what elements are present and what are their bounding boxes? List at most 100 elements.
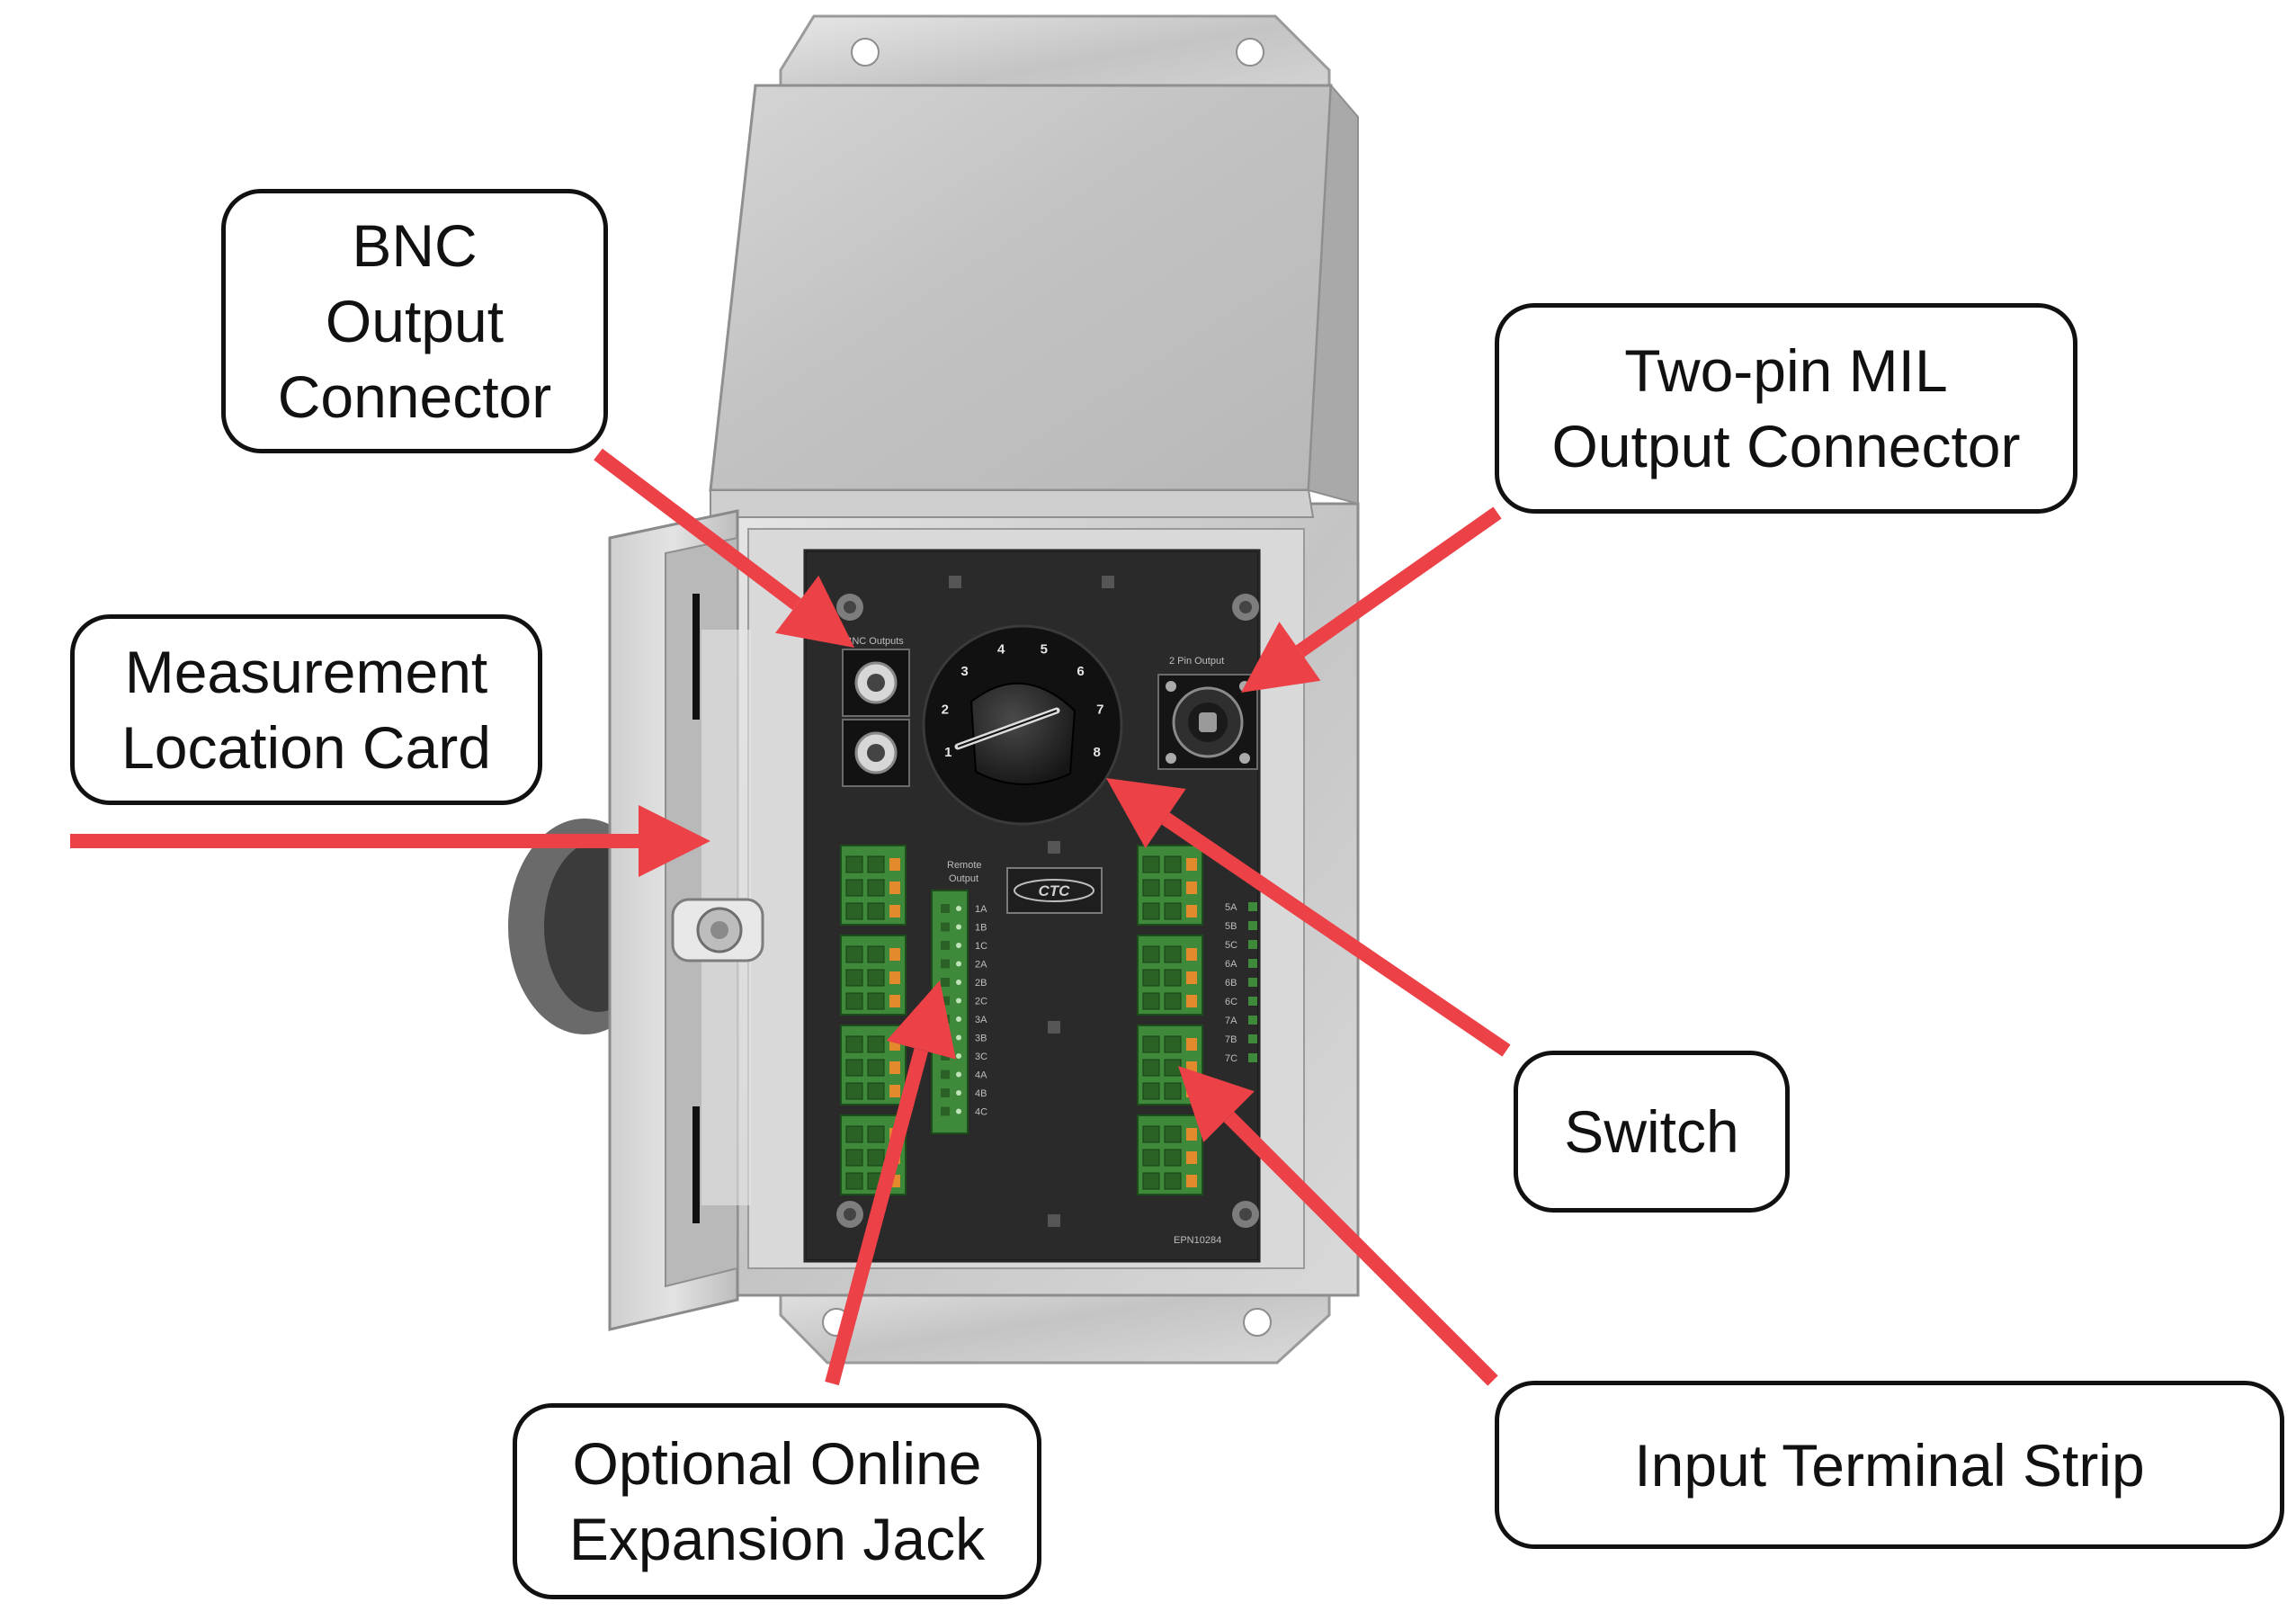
arrow-strip (1178, 1066, 1498, 1386)
input-pin-label: 5C (1225, 940, 1237, 951)
jack-pin-screw (956, 943, 961, 948)
input-terminal-strip (1137, 845, 1203, 1195)
callout-online-expansion-jack: Optional Online Expansion Jack (513, 1403, 1041, 1599)
ctc-logo-plate: CTC (1006, 867, 1103, 914)
jack-pin (941, 1088, 950, 1097)
jack-pin-screw (956, 924, 961, 930)
input-pin-label: 5B (1225, 921, 1237, 932)
input-pin-label: 6C (1225, 997, 1237, 1007)
callout-card-text: Measurement Location Card (121, 639, 491, 781)
jack-pin-label: 3C (975, 1052, 987, 1062)
jack-pin (941, 904, 950, 913)
callout-mil-text: Two-pin MIL Output Connector (1551, 337, 2021, 479)
jack-pin (941, 1070, 950, 1079)
callout-input-terminal-strip: Input Terminal Strip (1495, 1381, 2284, 1549)
jack-pin-label: 4B (975, 1088, 987, 1099)
enclosure-door (608, 509, 764, 1331)
input-pin-label: 7B (1225, 1034, 1237, 1045)
input-pin-label: 7C (1225, 1053, 1237, 1064)
dial-number: 6 (1077, 664, 1084, 679)
jack-pin-label: 1C (975, 941, 987, 952)
jack-pin-label: 3B (975, 1034, 987, 1044)
jack-pin (941, 1106, 950, 1116)
jack-pin-screw (956, 1090, 961, 1096)
remote-output-jack: Remote Output 1A 1B 1C 2A 2B 2C 3A 3B 3C 4A 4B 4C (931, 860, 987, 1134)
terminal-block (840, 935, 907, 1016)
jack-pin-label: 2C (975, 997, 987, 1007)
terminal-block (1137, 845, 1203, 926)
input-pin-label: 6B (1225, 978, 1237, 989)
jack-pin-label: 2B (975, 978, 987, 989)
input-pin (1248, 1053, 1257, 1062)
jack-pin-screw (956, 1108, 961, 1114)
input-pin (1248, 978, 1257, 987)
jack-pin-screw (956, 1016, 961, 1022)
dial-number: 8 (1094, 745, 1101, 760)
door-latch (671, 898, 764, 962)
terminal-block (1137, 1025, 1203, 1105)
input-pin (1248, 997, 1257, 1006)
input-pin (1248, 1016, 1257, 1025)
jack-pin (941, 941, 950, 950)
jack-pin-screw (956, 980, 961, 985)
arrow-mil (1241, 506, 1502, 693)
jack-pin (941, 922, 950, 932)
two-pin-output-label: 2 Pin Output (1169, 656, 1224, 667)
callout-bnc-text: BNC Output Connector (277, 212, 552, 430)
jack-pin-label: 1A (975, 904, 987, 915)
rotary-switch: 1 2 3 4 5 6 7 8 (922, 624, 1123, 826)
callout-two-pin-mil-connector: Two-pin MIL Output Connector (1495, 303, 2077, 514)
dial-number: 3 (960, 664, 968, 679)
terminal-block (840, 845, 907, 926)
jack-pin-screw (956, 1071, 961, 1078)
bnc-output-connectors: BNC Outputs (842, 636, 910, 787)
dial-number: 4 (997, 641, 1005, 657)
input-pin-label: 7A (1225, 1016, 1237, 1026)
jack-pin-screw (956, 961, 961, 967)
jack-pin-label: 4C (975, 1107, 987, 1118)
dial-number: 7 (1096, 703, 1103, 718)
callout-switch-text: Switch (1564, 1098, 1739, 1165)
jack-pin-label: 1B (975, 923, 987, 934)
output-label: Output (949, 873, 978, 884)
input-pin (1248, 959, 1257, 968)
input-pin (1248, 1034, 1257, 1043)
input-pin (1248, 921, 1257, 930)
callout-measurement-location-card: Measurement Location Card (70, 614, 542, 805)
input-pin (1248, 902, 1257, 911)
dial-number: 1 (944, 745, 951, 760)
callout-jack-text: Optional Online Expansion Jack (568, 1430, 986, 1572)
jack-pin-screw (956, 906, 961, 911)
two-pin-mil-connector: 2 Pin Output (1157, 656, 1258, 770)
terminal-blocks-left (840, 845, 907, 1195)
jack-pin-label: 3A (975, 1015, 987, 1025)
jack-pin-screw (956, 998, 961, 1004)
input-pin (1248, 940, 1257, 949)
dial-number: 2 (942, 703, 949, 718)
jack-pin (941, 978, 950, 987)
input-pin-labels: 5A 5B 5C 6A 6B 6C 7A 7B 7C (1225, 902, 1257, 1064)
terminal-block (1137, 935, 1203, 1016)
jack-pin (941, 959, 950, 969)
jack-pin-label: 2A (975, 960, 987, 971)
callout-strip-text: Input Terminal Strip (1634, 1431, 2145, 1499)
input-pin-label: 6A (1225, 959, 1237, 970)
jack-pin (941, 996, 950, 1006)
arrow-card (70, 805, 710, 877)
terminal-block (840, 1025, 907, 1105)
arrow-jack (825, 980, 956, 1386)
pointer-arrows (70, 448, 1511, 1386)
jack-pin-screw (956, 1034, 961, 1041)
input-pin-label: 5A (1225, 902, 1237, 913)
bnc-outputs-label: BNC Outputs (845, 636, 904, 647)
arrow-bnc (594, 448, 854, 648)
dial-number: 5 (1041, 641, 1048, 657)
jack-pin-label: 4A (975, 1070, 987, 1081)
ctc-logo: CTC (1039, 882, 1071, 900)
part-number: EPN10284 (1174, 1235, 1221, 1246)
terminal-block (1137, 1114, 1203, 1195)
callout-switch: Switch (1514, 1051, 1790, 1213)
arrow-switch (1106, 778, 1511, 1057)
remote-label: Remote (947, 860, 982, 871)
